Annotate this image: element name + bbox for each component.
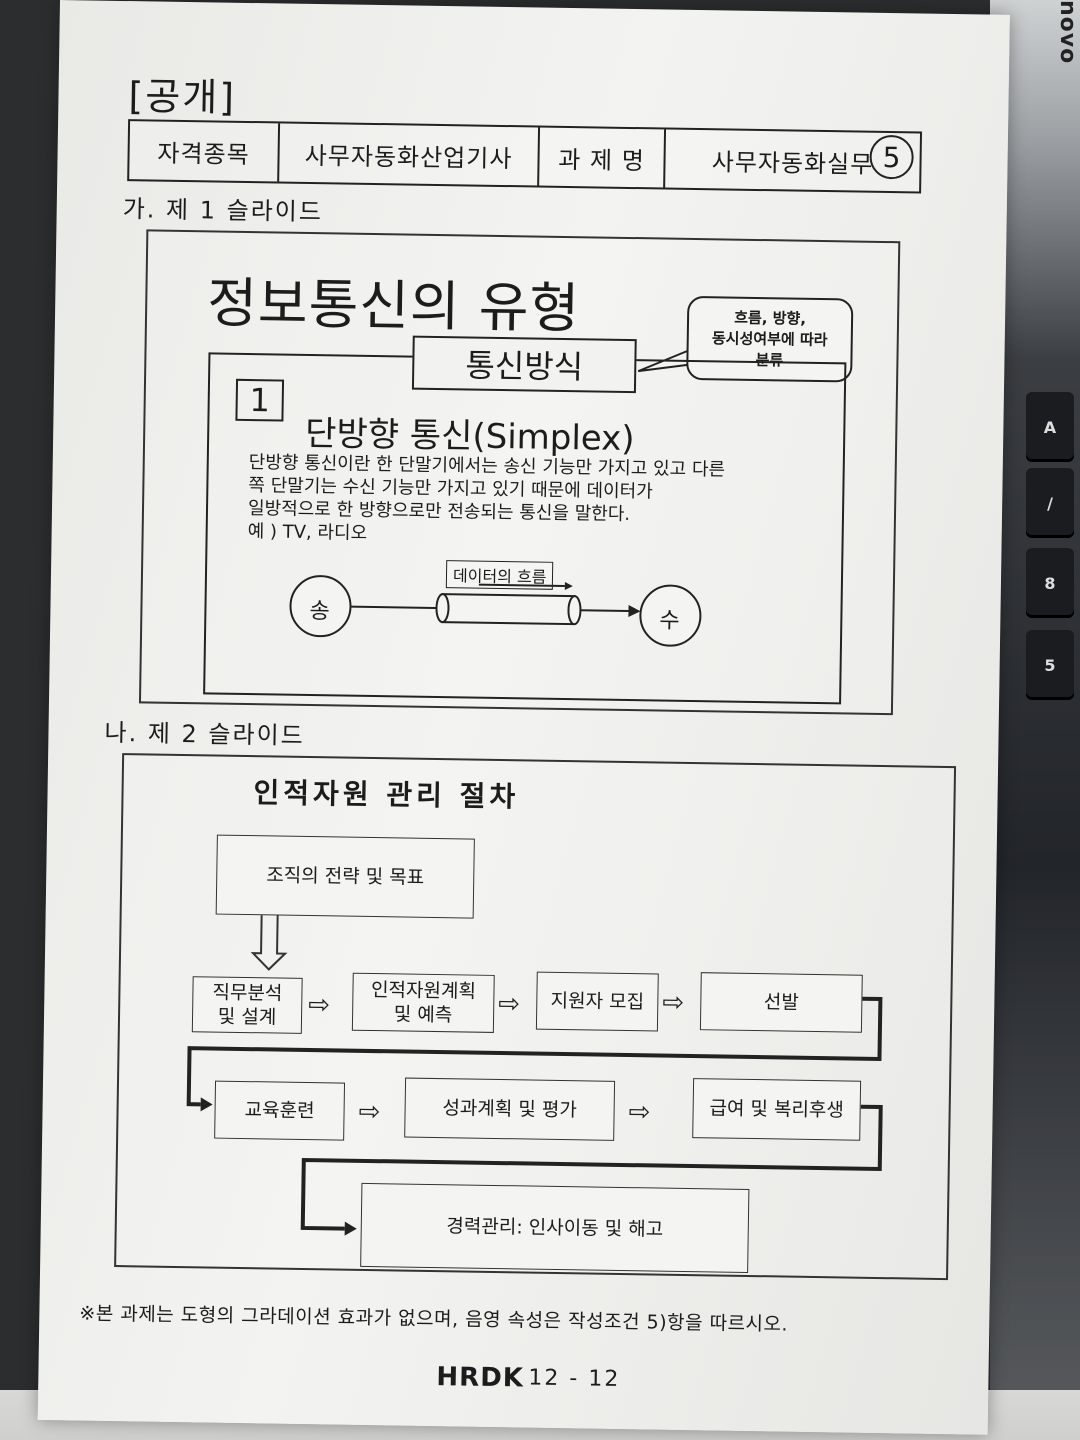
pipe-icon (441, 593, 576, 626)
step-career: 경력관리: 인사이동 및 해고 (360, 1182, 750, 1273)
section-label-slide1: 가. 제 1 슬라이드 (122, 195, 324, 227)
line-icon (580, 609, 629, 613)
keyboard-key: 5 (1026, 630, 1074, 700)
step-planning: 인적자원계획 및 예측 (351, 972, 495, 1033)
connector-line-icon (186, 996, 883, 1107)
arrowhead-icon (564, 582, 573, 591)
header-cell-subject-label: 자격종목 (129, 121, 281, 182)
header-table: 자격종목 사무자동화산업기사 과 제 명 사무자동화실무 (127, 119, 923, 194)
step-compensation: 급여 및 복리후생 (692, 1078, 862, 1141)
step-recruit: 지원자 모집 (535, 971, 659, 1032)
line-icon (350, 605, 443, 610)
right-arrow-icon: ⇨ (358, 1096, 381, 1128)
step-training: 교육훈련 (214, 1080, 346, 1141)
hrdk-logo: HRDK (436, 1362, 525, 1394)
arrowhead-icon (200, 1097, 213, 1112)
arrowhead-icon (628, 605, 641, 618)
number-box: 1 (235, 378, 285, 422)
pipe-end-icon (567, 595, 582, 626)
step-line: 인적자원계획 (370, 979, 477, 1003)
bubble-tail-icon (637, 347, 695, 373)
section-label-slide2: 나. 제 2 슬라이드 (104, 718, 305, 750)
step-line: 직무분석 (212, 981, 283, 1005)
header-cell-task-label: 과 제 명 (539, 127, 667, 188)
public-label: [공개] (128, 74, 237, 120)
simplex-flow-diagram (289, 575, 702, 647)
down-arrow-icon (250, 905, 288, 971)
right-arrow-icon: ⇨ (628, 1097, 651, 1128)
sender-label: 송 (309, 598, 330, 625)
receiver-label: 수 (659, 608, 680, 634)
footer-note: ※본 과제는 도형의 그라데이션 효과가 없으며, 음영 속성은 작성조건 5)… (79, 1302, 789, 1336)
bubble-line: 흐름, 방향, (734, 308, 807, 328)
pipe-end-icon (435, 593, 450, 624)
arrowhead-icon (344, 1221, 357, 1236)
bubble-line: 동시성여부에 따라 (711, 328, 828, 349)
keyboard-key: A (1026, 392, 1074, 462)
laptop-brand-text: novo (1055, 0, 1080, 65)
right-arrow-icon: ⇨ (498, 989, 521, 1020)
exam-paper: [공개] 자격종목 사무자동화산업기사 과 제 명 사무자동화실무 5 가. 제… (37, 0, 1010, 1435)
slide1-title: 정보통신의 유형 (206, 271, 581, 341)
flow-arrow-icon (478, 583, 565, 588)
page-number: 12 - 12 (528, 1365, 621, 1392)
slide-1: 정보통신의 유형 흐름, 방향, 동시성여부에 따라 분류 통신방식 1 단방향… (138, 229, 901, 716)
step-job-analysis: 직무분석 및 설계 (191, 976, 303, 1034)
step-line: 및 설계 (217, 1005, 277, 1029)
right-arrow-icon: ⇨ (662, 987, 685, 1018)
header-cell-subject-value: 사무자동화산업기사 (279, 123, 541, 186)
step-strategy: 조직의 전략 및 목표 (215, 834, 475, 919)
receiver-node (639, 584, 702, 647)
step-line: 및 예측 (393, 1003, 453, 1027)
method-tab: 통신방식 (411, 335, 637, 394)
simplex-description: 단방향 통신이란 한 단말기에서는 송신 기능만 가지고 있고 다른 쪽 단말기… (247, 451, 828, 552)
slide-2: 인적자원 관리 절차 조직의 전략 및 목표 직무분석 및 설계 ⇨ 인적자원계… (114, 753, 957, 1281)
keyboard-key: / (1026, 468, 1074, 538)
connector-line-icon (300, 1104, 883, 1231)
right-arrow-icon: ⇨ (308, 990, 331, 1021)
keyboard-key: 8 (1026, 548, 1074, 618)
process-connectors (186, 905, 883, 1236)
step-performance: 성과계획 및 평가 (404, 1077, 616, 1141)
step-selection: 선발 (699, 972, 863, 1033)
